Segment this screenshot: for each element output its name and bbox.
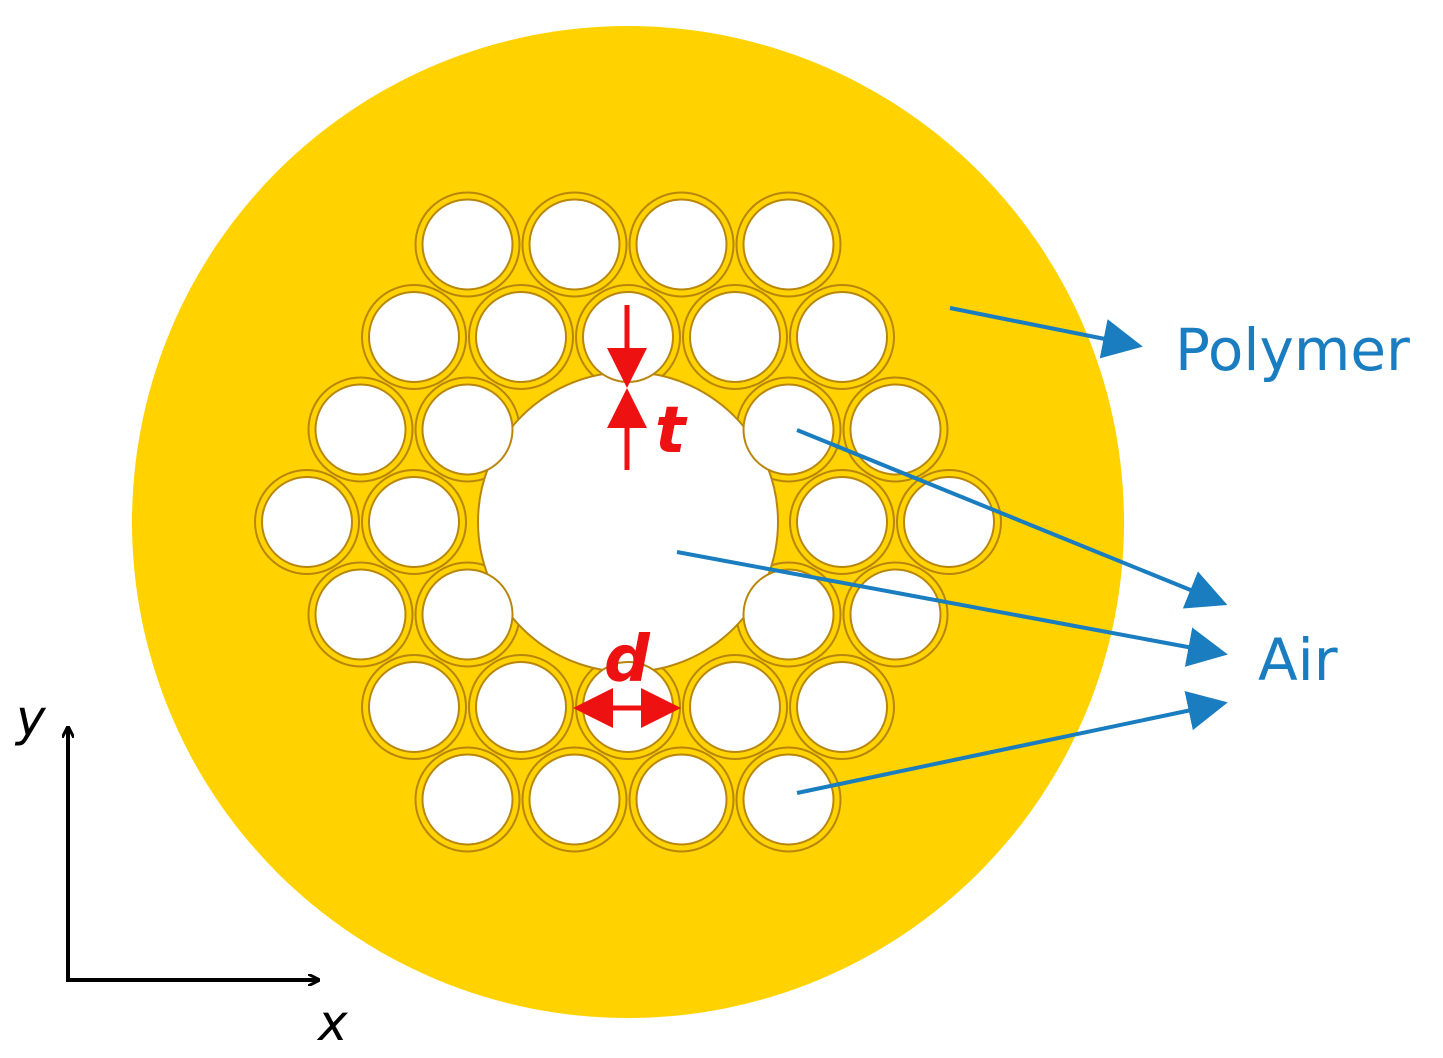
air-capillary bbox=[528, 753, 621, 846]
air-capillary bbox=[314, 383, 407, 476]
air-capillary bbox=[475, 291, 567, 383]
label-axis-x: x bbox=[316, 994, 348, 1052]
label-d: d bbox=[604, 623, 651, 697]
label-t: t bbox=[655, 394, 688, 468]
air-capillary bbox=[368, 291, 460, 383]
leader-polymer bbox=[949, 306, 1143, 359]
air-capillary bbox=[421, 753, 514, 846]
air-capillary bbox=[261, 476, 353, 568]
air-capillary bbox=[368, 661, 460, 753]
leader-air-core bbox=[676, 550, 1228, 667]
air-capillary bbox=[849, 568, 942, 661]
air-capillary bbox=[796, 661, 888, 753]
air-capillary bbox=[689, 291, 781, 383]
air-capillary bbox=[796, 476, 888, 568]
label-axis-y: y bbox=[14, 689, 47, 747]
air-capillary bbox=[742, 383, 835, 476]
air-capillary bbox=[314, 568, 407, 661]
air-capillary bbox=[421, 198, 514, 291]
air-capillary bbox=[528, 198, 621, 291]
air-capillary bbox=[742, 753, 835, 846]
air-capillary bbox=[849, 383, 942, 476]
label-air: Air bbox=[1258, 626, 1338, 694]
air-capillary bbox=[368, 476, 460, 568]
air-capillaries bbox=[261, 198, 995, 846]
leader-air-capillary-upper bbox=[796, 428, 1228, 609]
air-capillary bbox=[796, 291, 888, 383]
air-capillary bbox=[742, 568, 835, 661]
label-polymer: Polymer bbox=[1175, 316, 1410, 384]
air-capillary bbox=[635, 753, 728, 846]
air-capillary bbox=[742, 198, 835, 291]
air-capillary bbox=[689, 661, 781, 753]
leader-air-capillary-lower bbox=[796, 691, 1228, 795]
air-capillary bbox=[421, 568, 514, 661]
air-capillary bbox=[421, 383, 514, 476]
air-capillary bbox=[475, 661, 567, 753]
air-capillary bbox=[635, 198, 728, 291]
